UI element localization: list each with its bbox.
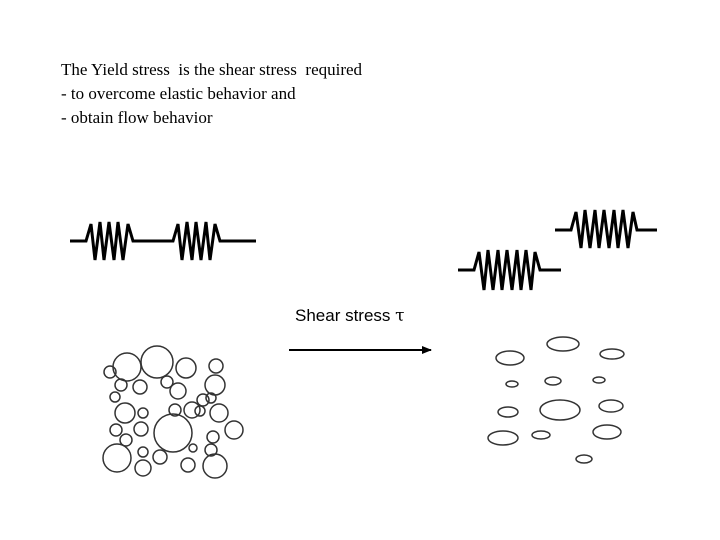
description-line-1: The Yield stress is the shear stress req… [61,60,363,79]
spring-lower-right [458,249,561,291]
description-line-2: - to overcome elastic behavior and [61,84,296,103]
description-line-3: - obtain flow behavior [61,108,213,127]
spring-upper-right [555,209,657,249]
tau-symbol: τ [395,306,405,326]
yield-stress-description: The Yield stress is the shear stress req… [61,58,362,130]
packed-particle-network [102,345,244,479]
dispersed-particles [487,336,625,464]
spring-chain-left [70,221,256,261]
shear-stress-text: Shear stress [295,306,396,325]
shear-stress-label: Shear stress τ [295,306,405,326]
